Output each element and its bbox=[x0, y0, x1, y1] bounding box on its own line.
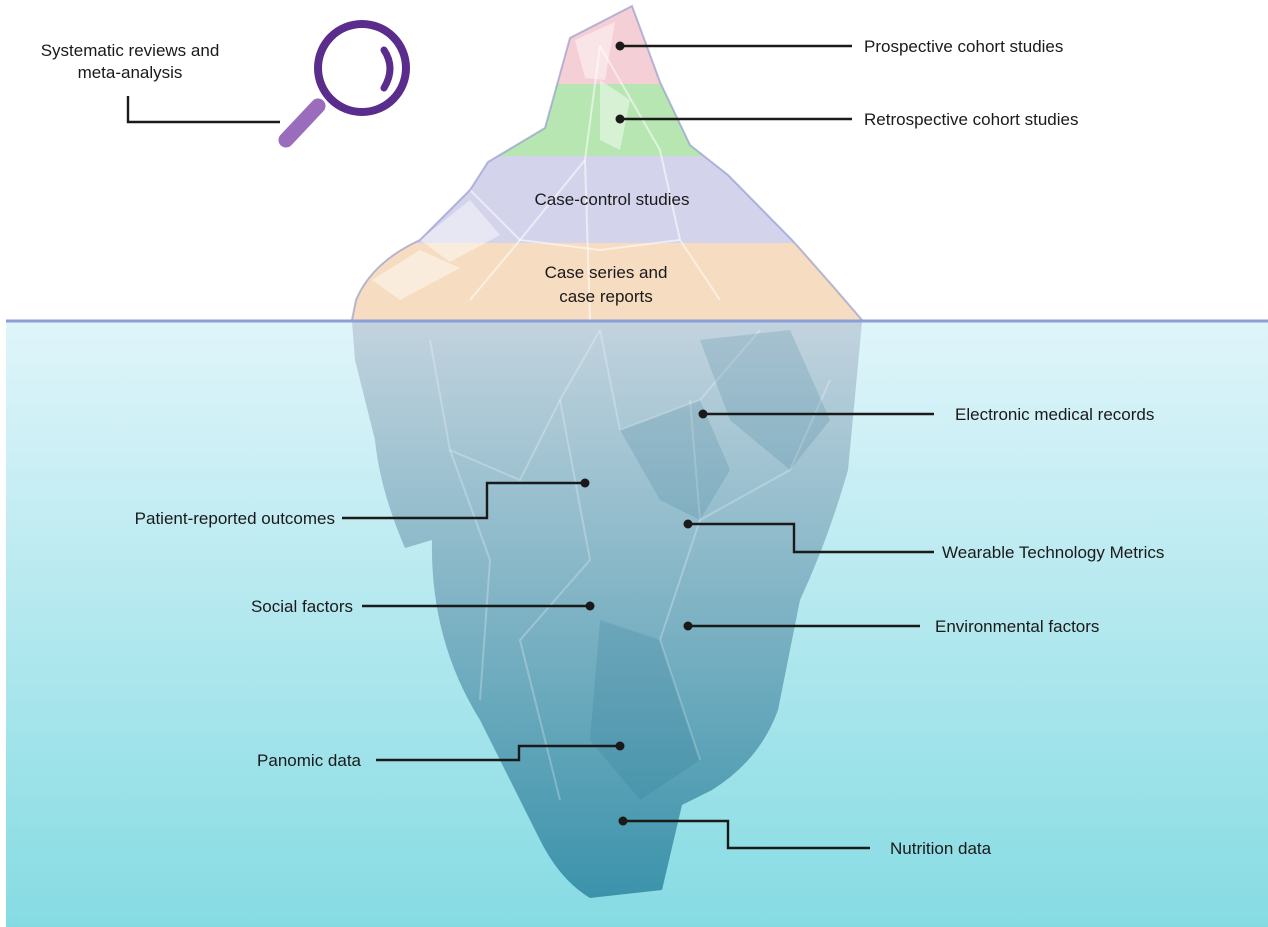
magnifying-glass-icon bbox=[286, 24, 406, 140]
label-panomic: Panomic data bbox=[257, 751, 361, 770]
label-electronic-records: Electronic medical records bbox=[955, 405, 1154, 424]
label-nutrition: Nutrition data bbox=[890, 839, 992, 858]
label-case-series-line2: case reports bbox=[559, 287, 653, 306]
label-systematic-reviews-line1: Systematic reviews and bbox=[41, 41, 220, 60]
label-systematic-reviews-line2: meta-analysis bbox=[78, 63, 183, 82]
magnifier-handle bbox=[286, 106, 318, 140]
label-retrospective: Retrospective cohort studies bbox=[864, 110, 1079, 129]
label-environmental: Environmental factors bbox=[935, 617, 1099, 636]
label-wearable: Wearable Technology Metrics bbox=[942, 543, 1164, 562]
label-case-control: Case-control studies bbox=[535, 190, 690, 209]
leader-systematic-reviews bbox=[128, 96, 280, 122]
label-patient-reported: Patient-reported outcomes bbox=[135, 509, 335, 528]
label-prospective: Prospective cohort studies bbox=[864, 37, 1063, 56]
label-social: Social factors bbox=[251, 597, 353, 616]
label-case-series-line1: Case series and bbox=[545, 263, 668, 282]
